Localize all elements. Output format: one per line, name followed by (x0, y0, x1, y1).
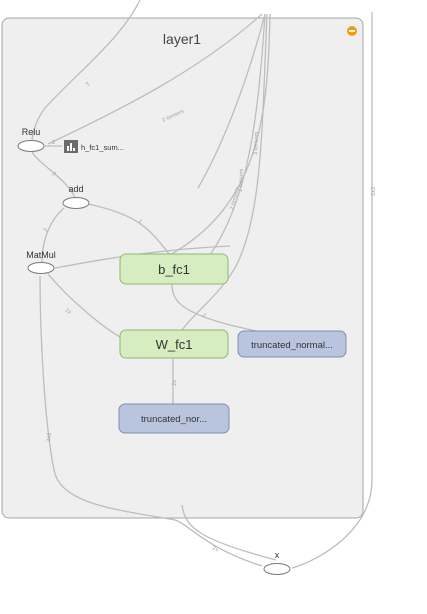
edge-label: 2x (172, 380, 178, 386)
constant-label-right: truncated_normal... (251, 340, 333, 351)
edge-label: 2x2 (46, 432, 53, 442)
edge-right-long (291, 12, 373, 569)
edge-top-right-to-wfc1 (181, 13, 268, 331)
edge-label: 2x2 (371, 187, 377, 196)
edge-x-up (181, 504, 277, 561)
summary-label: h_fc1_sum... (81, 143, 124, 152)
edge-top-to-relu (31, 0, 141, 141)
edge-label: 2 (52, 140, 55, 146)
edge-top-right-to-add (197, 13, 266, 189)
edge-matmul-to-add (41, 207, 65, 263)
edge-label: 2x (211, 545, 219, 553)
variable-label-w-fc1: W_fc1 (156, 337, 193, 352)
op-label-relu: Relu (22, 127, 41, 137)
edge-add-right (87, 203, 171, 256)
variable-node-b-fc1[interactable]: b_fc1 (119, 253, 229, 285)
op-node-relu[interactable]: Relu (17, 127, 45, 152)
op-label-add: add (68, 184, 83, 194)
edge-top-right-far (159, 13, 271, 261)
scope-title: layer1 (163, 31, 201, 47)
edge-top-right-to-relu (47, 13, 263, 145)
edge-label: 2 (201, 312, 206, 319)
op-node-add[interactable]: add (62, 184, 90, 209)
edge-left-long (39, 275, 263, 567)
edge-label: 2 (43, 227, 50, 233)
edge-matmul-to-wfc1 (47, 273, 121, 338)
constant-label-bottom: truncated_nor... (141, 414, 207, 425)
histogram-summary-icon (64, 140, 78, 153)
variable-node-w-fc1[interactable]: W_fc1 (119, 329, 229, 359)
summary-node[interactable]: h_fc1_sum... (64, 140, 124, 153)
edge-label: 2 tensors (238, 168, 245, 192)
variable-label-b-fc1: b_fc1 (158, 262, 190, 277)
edge-add-to-relu (31, 151, 76, 199)
op-node-matmul[interactable]: MatMul (26, 250, 56, 274)
edge-label: 2x (64, 308, 72, 316)
edge-label: 2 (137, 219, 143, 226)
edge-label: 2 (85, 81, 92, 87)
op-label-matmul: MatMul (26, 250, 56, 260)
minus-circle-icon[interactable] (347, 26, 357, 36)
edge-label: 3 tensors (253, 131, 260, 155)
constant-node-truncated-normal-right[interactable]: truncated_normal... (237, 330, 347, 358)
edge-label: 2 tensors (229, 186, 241, 210)
constant-node-truncated-normal-bottom[interactable]: truncated_nor... (118, 403, 230, 434)
op-node-x[interactable]: x (263, 550, 291, 575)
edge-label: 2 (51, 171, 57, 178)
op-label-x: x (275, 550, 280, 560)
edge-top-right-to-bfc1 (209, 13, 266, 256)
